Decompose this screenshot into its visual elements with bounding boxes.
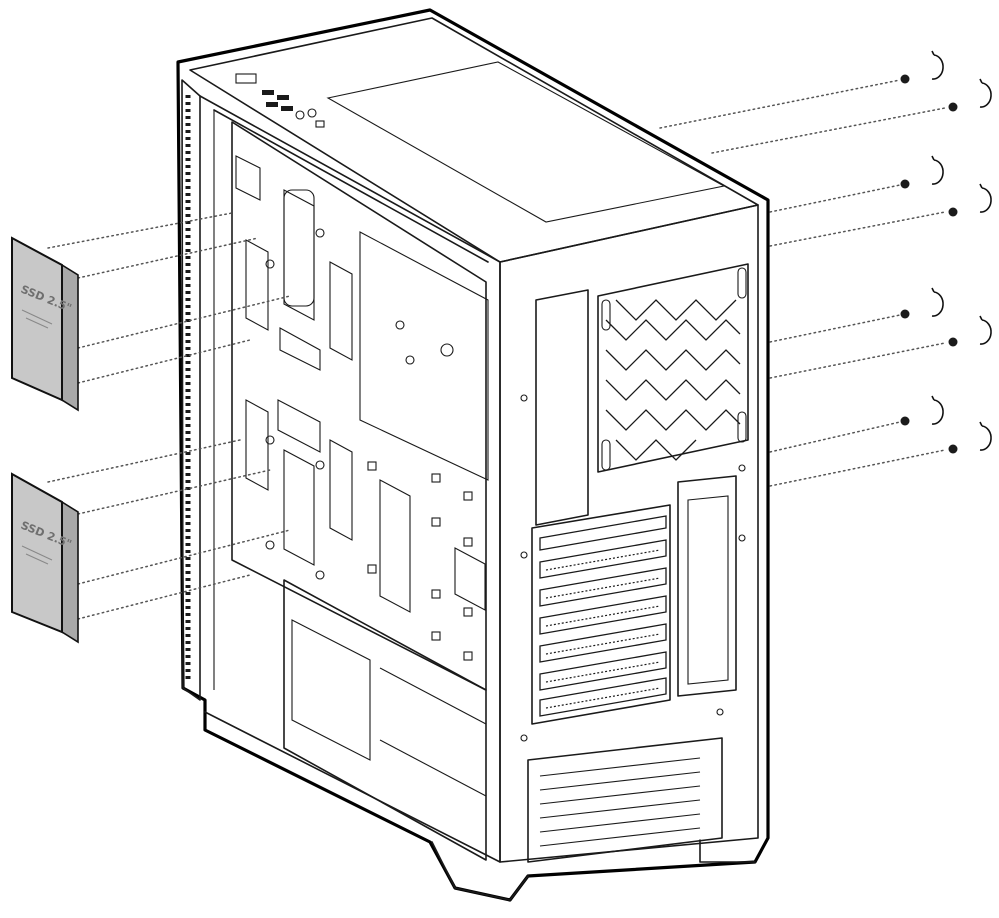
psu-opening bbox=[527, 737, 723, 863]
washer-icon bbox=[931, 287, 944, 317]
front-io-ports bbox=[262, 90, 325, 128]
washer-icon bbox=[979, 78, 992, 108]
ssd-icon: SSD 2.5" bbox=[11, 236, 79, 412]
washer-icon bbox=[979, 183, 992, 213]
standoff-holes bbox=[265, 228, 454, 580]
guide-lines bbox=[47, 79, 946, 620]
screw-icon bbox=[900, 395, 944, 426]
washer-icon bbox=[931, 395, 944, 425]
washer-icon bbox=[979, 421, 992, 451]
washer-icon bbox=[931, 50, 944, 80]
washer-icon bbox=[979, 315, 992, 345]
screw-icon bbox=[948, 78, 992, 112]
screw-icon bbox=[948, 183, 992, 217]
tray-tabs bbox=[367, 461, 473, 661]
screw-icon bbox=[900, 287, 944, 319]
screw-icon bbox=[900, 155, 944, 189]
expansion-slots bbox=[531, 504, 671, 725]
screw-icon bbox=[948, 315, 992, 347]
rear-fan-mesh bbox=[597, 263, 749, 473]
pc-case-icon bbox=[176, 8, 770, 902]
washer-icon bbox=[931, 155, 944, 185]
screw-icon bbox=[900, 50, 944, 84]
screw-icon bbox=[948, 421, 992, 454]
ssd-icon: SSD 2.5" bbox=[11, 472, 79, 644]
screw-set bbox=[900, 50, 992, 454]
